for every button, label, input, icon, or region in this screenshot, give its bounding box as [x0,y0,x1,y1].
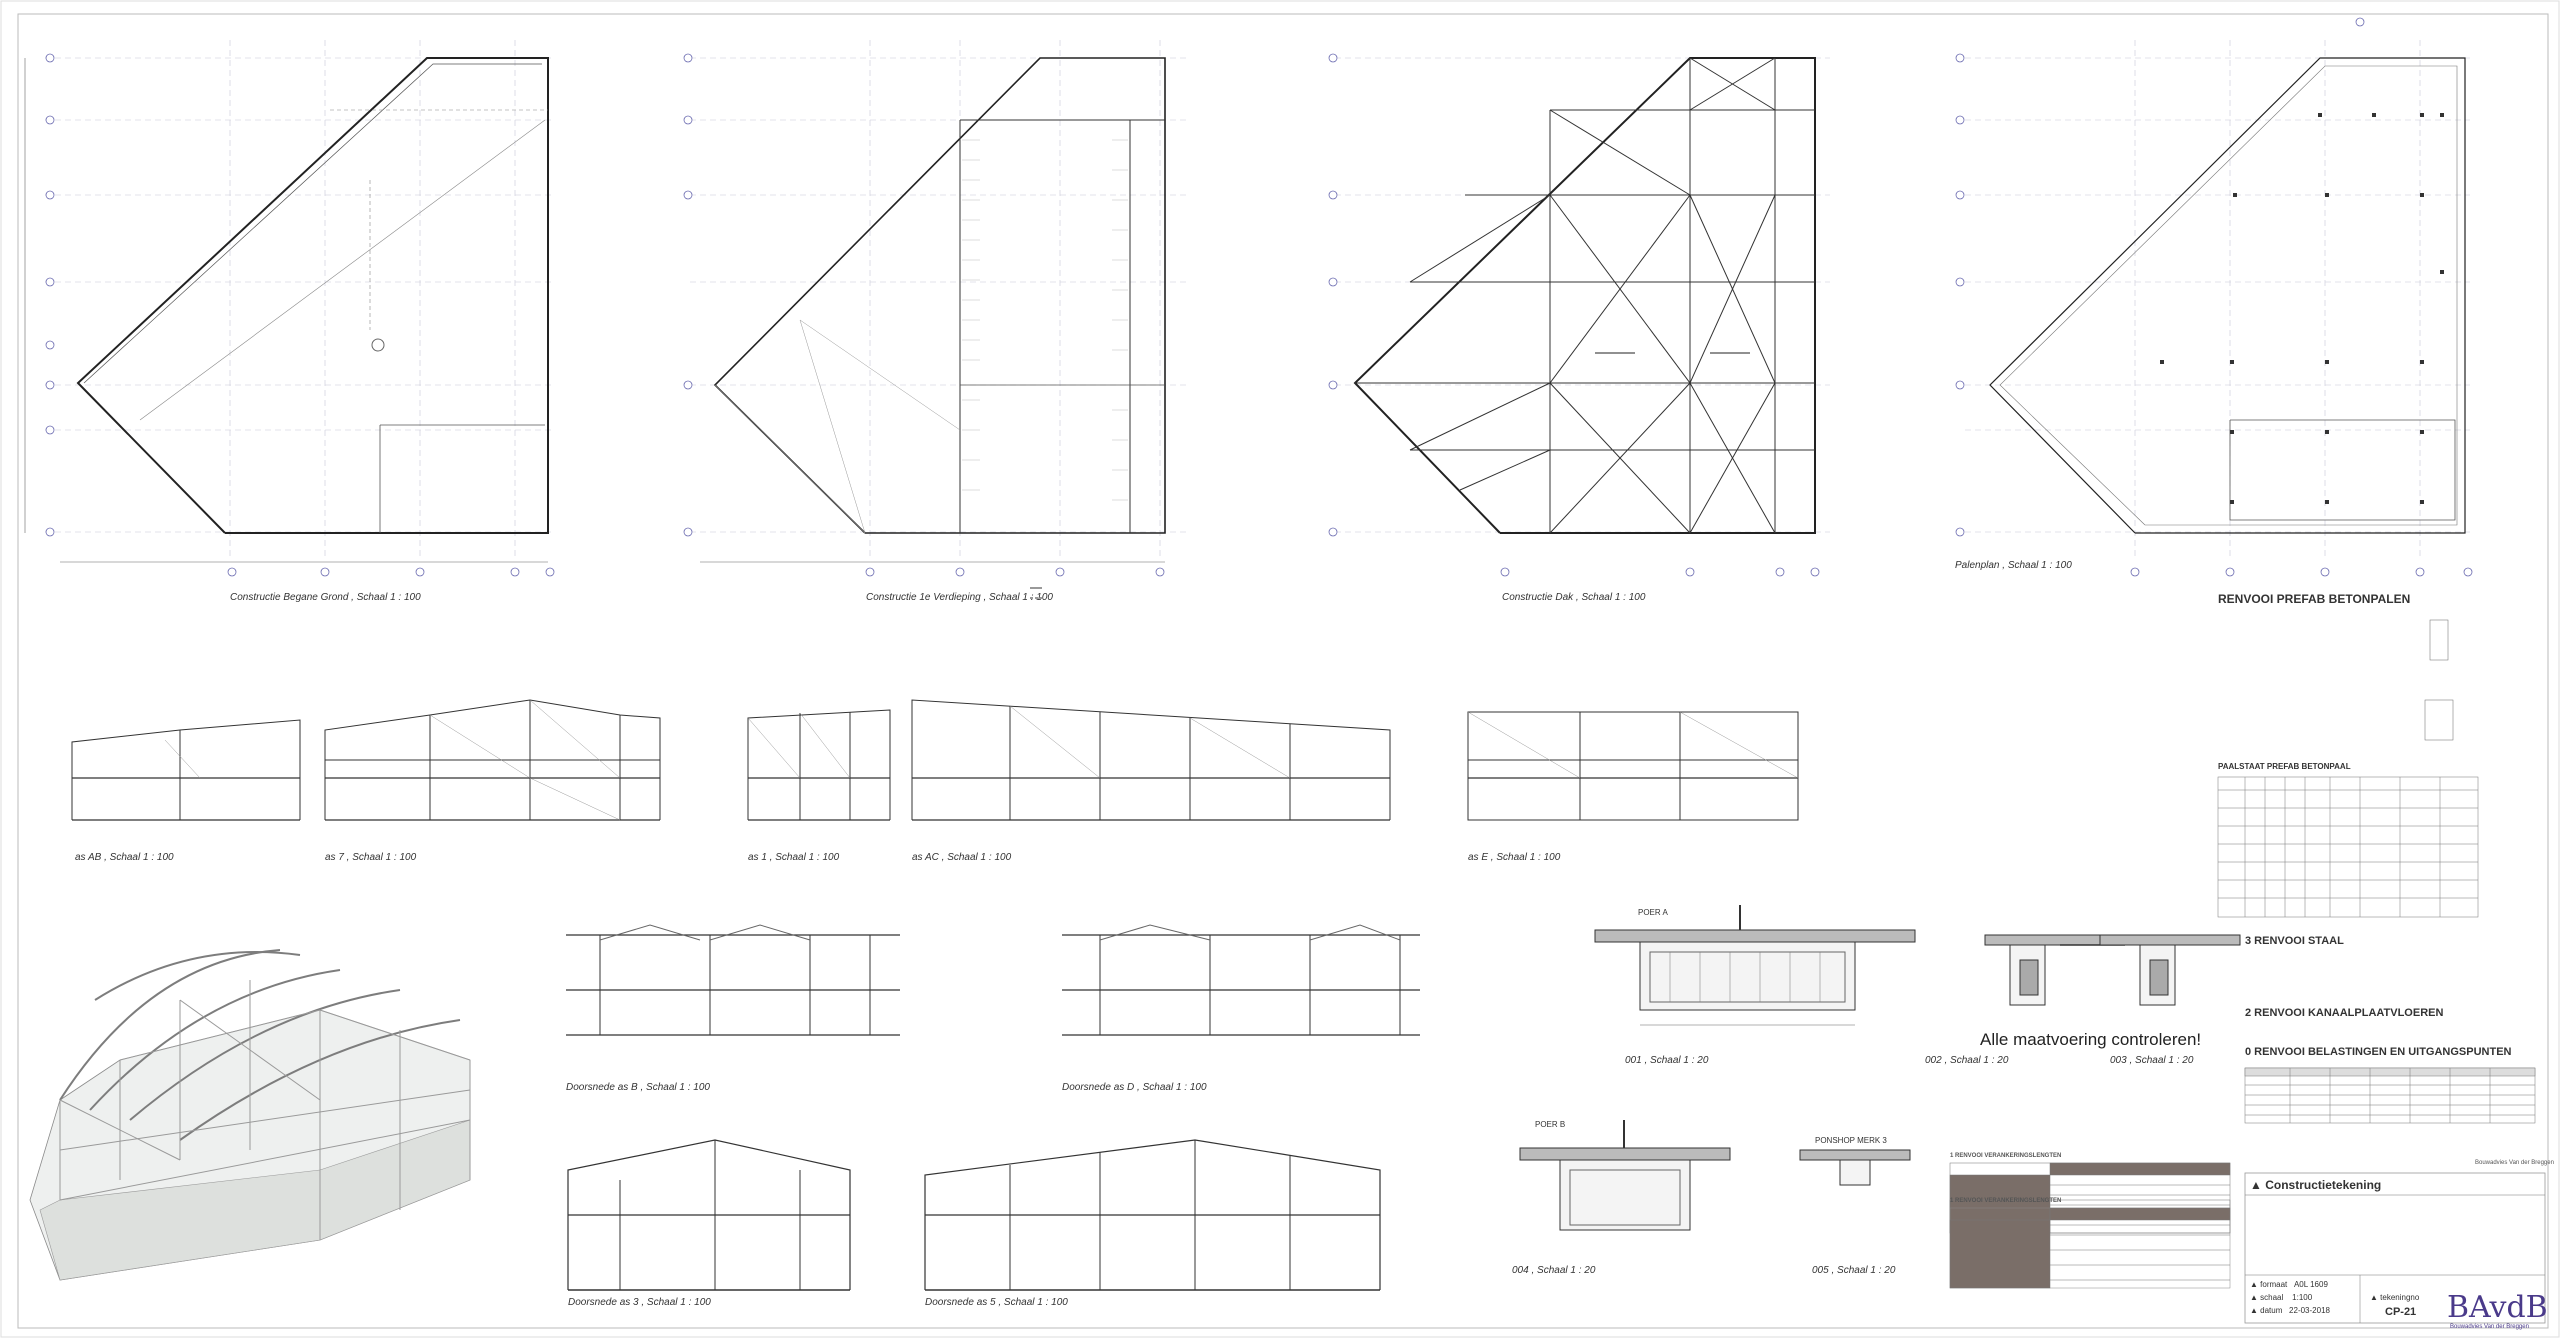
title-row-schaal: ▲ schaal 1:100 [2250,1293,2313,1302]
caption-as-e: as E , Schaal 1 : 100 [1468,852,1561,863]
caption-as-1: as 1 , Schaal 1 : 100 [748,852,840,863]
caption-doorsnede-d: Doorsnede as D , Schaal 1 : 100 [1062,1082,1207,1093]
axis-bubbles [45,17,2473,577]
datum-value: 22-03-2018 [2289,1306,2330,1315]
caption-verdieping: Constructie 1e Verdieping , Schaal 1 : 1… [866,592,1053,603]
caption-as-ac: as AC , Schaal 1 : 100 [912,852,1012,863]
elevations-row [71,699,1799,821]
caption-doorsnede-3: Doorsnede as 3 , Schaal 1 : 100 [568,1297,711,1308]
tekeningno-value: CP-21 [2385,1306,2417,1318]
renvooi-belast-heading: 0 RENVOOI BELASTINGEN EN UITGANGSPUNTEN [2245,1046,2512,1058]
paalstaat-heading: PAALSTAAT PREFAB BETONPAAL [2218,762,2351,771]
renvooi-veranker-heading-2: 1 RENVOOI VERANKERINGSLENGTEN [1950,1198,2062,1204]
tek-label: tekeningno [2380,1293,2420,1302]
label-poer-a: POER A [1638,908,1668,917]
caption-as-ab: as AB , Schaal 1 : 100 [75,852,174,863]
title-block-company: Bouwadvies Van der Breggen [2475,1160,2554,1166]
plan-verdieping [690,40,1190,599]
renvooi-staal-heading: 3 RENVOOI STAAL [2245,935,2344,947]
label-poer-b: POER B [1535,1120,1566,1129]
caption-doorsnede-b: Doorsnede as B , Schaal 1 : 100 [566,1082,710,1093]
caption-dak: Constructie Dak , Schaal 1 : 100 [1502,592,1646,603]
caption-003: 003 , Schaal 1 : 20 [2110,1055,2194,1066]
caption-palen: Palenplan , Schaal 1 : 100 [1955,560,2072,571]
doorsneden [566,924,1420,1291]
datum-label: datum [2260,1306,2283,1315]
renvooi-kanaal-heading: 2 RENVOOI KANAALPLAATVLOEREN [2245,1007,2444,1019]
3d-view [29,949,471,1281]
title-row-formaat: ▲ formaat A0L 1609 [2250,1280,2328,1289]
schaal-value: 1:100 [2292,1293,2313,1302]
caption-begane-grond: Constructie Begane Grond , Schaal 1 : 10… [230,592,421,603]
schaal-label: schaal [2260,1293,2284,1302]
caption-002: 002 , Schaal 1 : 20 [1925,1055,2009,1066]
title-row-datum: ▲ datum 22-03-2018 [2250,1306,2330,1315]
caption-001: 001 , Schaal 1 : 20 [1625,1055,1709,1066]
plan-palen [1965,40,2470,560]
formaat-value: A0L 1609 [2293,1280,2328,1289]
plan-dak [1335,57,1830,534]
caption-005: 005 , Schaal 1 : 20 [1812,1265,1896,1276]
renvooi-betonpalen-heading: RENVOOI PREFAB BETONPALEN [2218,592,2411,606]
formaat-label: formaat [2260,1280,2288,1289]
label-ponshop: PONSHOP MERK 3 [1815,1136,1887,1145]
caption-doorsnede-5: Doorsnede as 5 , Schaal 1 : 100 [925,1297,1068,1308]
plan-begane-grond [24,40,555,563]
caption-004: 004 , Schaal 1 : 20 [1512,1265,1596,1276]
bavdb-logo: BAvdB [2447,1290,2548,1325]
schedules [1949,619,2546,1324]
title-block-title: ▲ Constructietekening [2250,1178,2382,1192]
title-text: Constructietekening [2265,1178,2382,1192]
renvooi-veranker-heading-1: 1 RENVOOI VERANKERINGSLENGTEN [1950,1153,2062,1159]
caption-as-7: as 7 , Schaal 1 : 100 [325,852,417,863]
alle-maatvoering-note: Alle maatvoering controleren! [1980,1030,2202,1049]
details [1519,905,2241,1231]
tekeningno-label: ▲ tekeningno [2370,1293,2420,1302]
logo-subtitle: Bouwadvies Van der Breggen [2450,1324,2529,1330]
